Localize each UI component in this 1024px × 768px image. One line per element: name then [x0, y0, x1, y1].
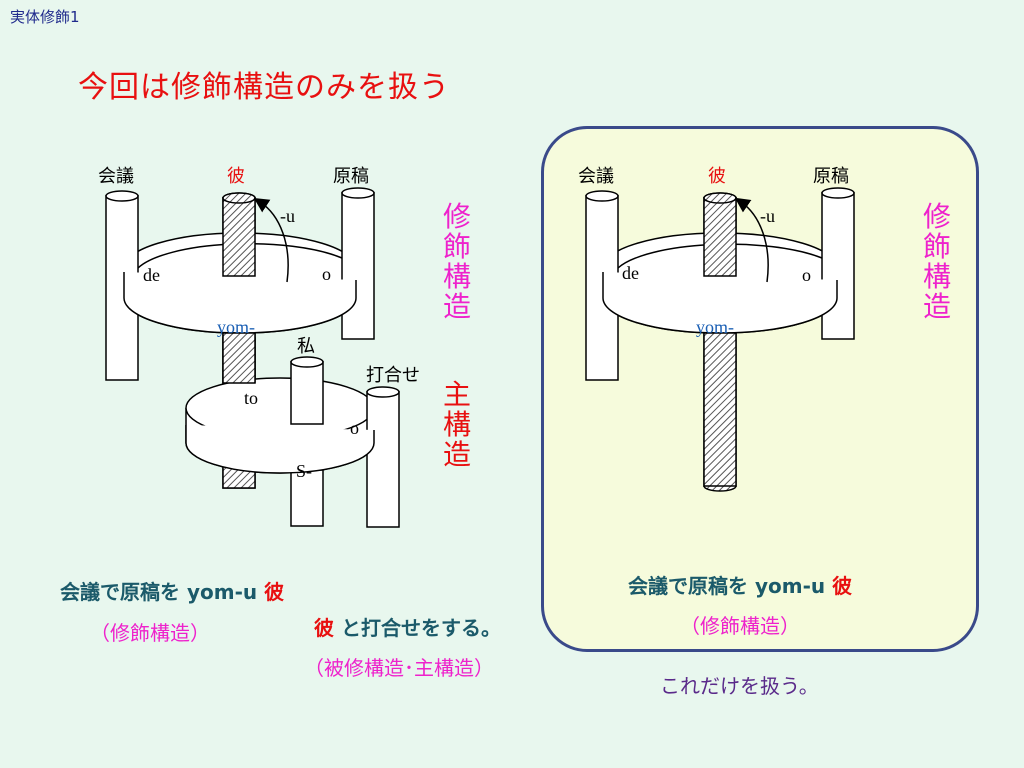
right-label-o: o [802, 265, 811, 285]
left-genkou-pillar [341, 187, 375, 340]
right-modifier-caption: （修飾構造） [680, 614, 800, 638]
slide-title: 今回は修飾構造のみを扱う [78, 70, 450, 105]
vertical-char: 修 [442, 200, 471, 233]
left-label-uchiawase: 打合せ [366, 365, 420, 385]
left-label-kare: 彼 [227, 166, 245, 186]
right-diagram [585, 187, 855, 492]
left-label-o2: o [350, 418, 359, 438]
right-sentence-text: 会議で原稿を yom-u [628, 574, 833, 598]
left-structure-caption: （被修構造･主構造） [304, 656, 494, 680]
left-sentence2-kare: 彼 [314, 616, 334, 640]
left-sentence: 会議で原稿を yom-u 彼 [60, 576, 284, 605]
left-modifier-caption: （修飾構造） [90, 621, 210, 645]
vertical-char: 飾 [922, 230, 951, 263]
left-label-s: S- [296, 461, 312, 481]
left-modifier-structure-label: 修 飾 構 造 [440, 202, 474, 322]
vertical-char: 造 [442, 438, 471, 471]
right-note: これだけを扱う。 [660, 674, 819, 698]
slide-corner-label: 実体修飾1 [10, 8, 80, 26]
vertical-char: 造 [442, 290, 471, 323]
right-label-de: de [622, 263, 639, 283]
left-label-watashi: 私 [297, 336, 315, 356]
right-modifier-structure-label: 修 飾 構 造 [920, 202, 954, 322]
left-label-o: o [322, 264, 331, 284]
right-u-arrow [734, 197, 769, 283]
right-sentence: 会議で原稿を yom-u 彼 [628, 570, 852, 599]
left-sentence-2: 彼 と打合せをする。 [314, 612, 501, 641]
vertical-char: 主 [442, 378, 471, 411]
left-label-genkou: 原稿 [333, 166, 369, 186]
left-main-structure-label: 主 構 造 [440, 380, 474, 470]
right-sentence-kare: 彼 [832, 574, 853, 598]
left-watashi-pillar [290, 356, 324, 425]
left-label-to: to [244, 388, 258, 408]
vertical-char: 修 [922, 200, 951, 233]
vertical-char: 構 [442, 260, 471, 293]
left-label-kaigi: 会議 [98, 166, 134, 186]
left-label-u: -u [280, 206, 295, 226]
right-label-genkou: 原稿 [813, 166, 849, 186]
vertical-char: 造 [922, 290, 951, 323]
right-label-kaigi: 会議 [578, 166, 614, 186]
left-u-arrow [253, 197, 289, 283]
left-sentence-text: 会議で原稿を yom-u [60, 580, 265, 604]
left-diagram [105, 187, 400, 528]
right-label-kare: 彼 [708, 166, 726, 186]
left-sentence2-text: と打合せをする。 [334, 616, 501, 640]
right-label-u: -u [760, 206, 775, 226]
left-sentence-kare: 彼 [264, 580, 285, 604]
vertical-char: 構 [922, 260, 951, 293]
right-genkou-pillar [821, 187, 855, 340]
left-lower-stub [290, 469, 324, 527]
vertical-char: 飾 [442, 230, 471, 263]
left-uchiawase-pillar [366, 386, 400, 528]
left-label-yom: yom- [217, 317, 255, 337]
left-label-de: de [143, 265, 160, 285]
right-label-yom: yom- [696, 317, 734, 337]
vertical-char: 構 [442, 408, 471, 441]
